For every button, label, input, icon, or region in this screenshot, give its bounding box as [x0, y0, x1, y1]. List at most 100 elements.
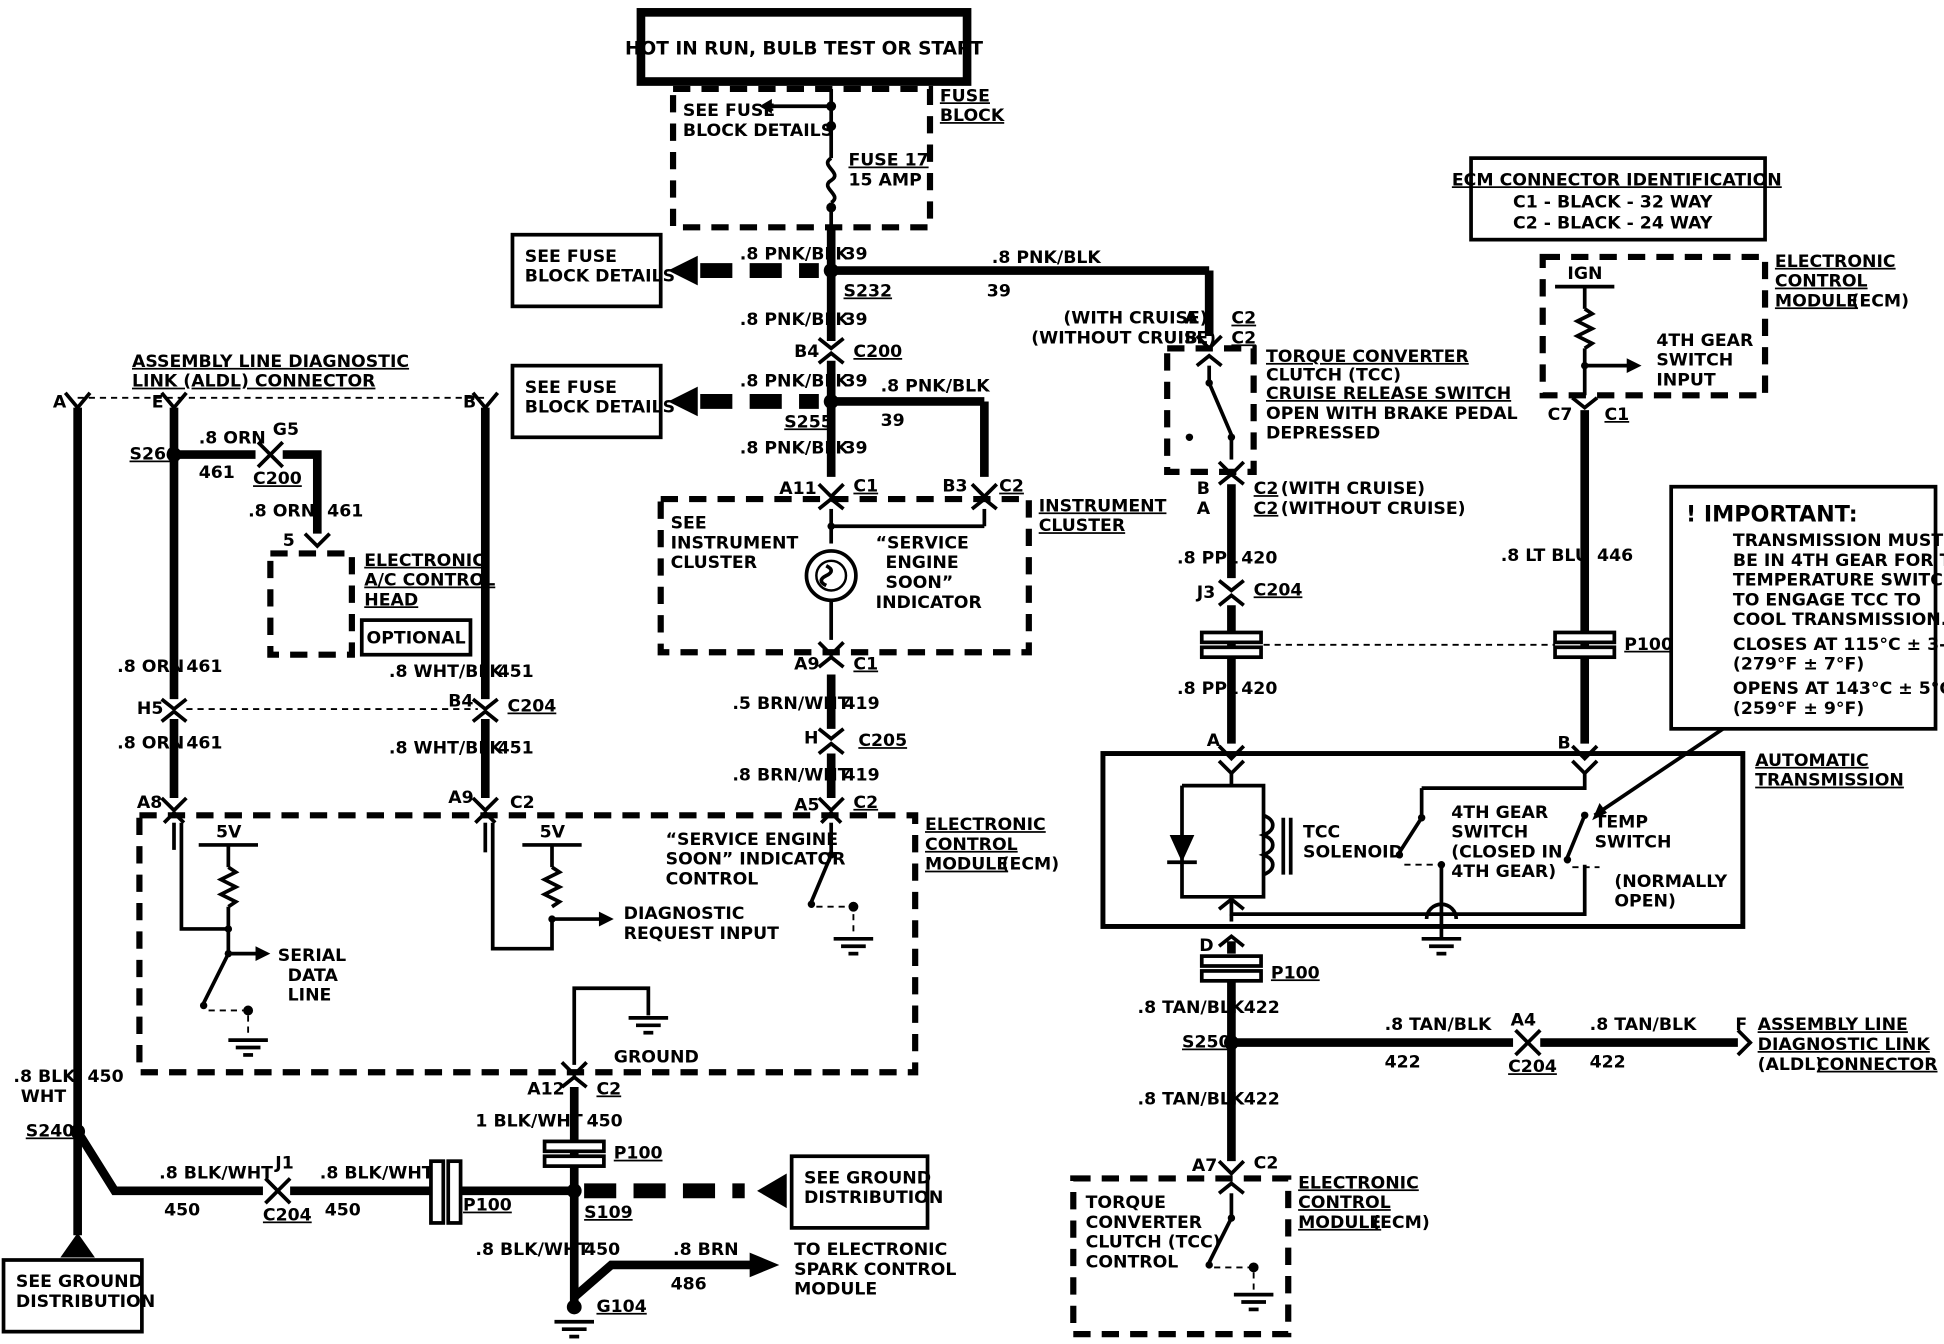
tcc-solenoid-2: SOLENOID — [1303, 842, 1403, 862]
connector-pin: B — [1558, 734, 1571, 754]
wire-label: .8 PPL — [1177, 548, 1238, 568]
ecm-label-2: CONTROL — [1298, 1193, 1391, 1213]
circuit-number: 419 — [844, 766, 880, 786]
cluster-label-1: INSTRUMENT — [1039, 496, 1167, 516]
circuit-number: 39 — [844, 438, 868, 458]
normally-open-2: OPEN) — [1614, 892, 1676, 912]
wire-label: .8 PNK/BLK — [992, 248, 1102, 268]
connector-label: C200 — [853, 342, 902, 362]
wire-label: .8 WHT/BLK — [389, 739, 503, 759]
circuit-number: 450 — [325, 1201, 361, 1221]
ecm-label-1: ELECTRONIC — [1775, 252, 1896, 272]
connector-pin: A7 — [1192, 1156, 1217, 1176]
fuse-ref-line-1: SEE FUSE — [525, 378, 617, 398]
serial-label-2: DATA — [288, 966, 339, 986]
connector-pin: H — [804, 729, 818, 749]
voltage-label: 5V — [216, 823, 242, 843]
ecm-label-1: ELECTRONIC — [925, 815, 1046, 835]
circuit-number: 461 — [186, 657, 222, 677]
connector-label: C204 — [1254, 580, 1303, 600]
with-cruise-b: (WITH CRUISE) — [1281, 479, 1425, 499]
see-ground-2: DISTRIBUTION — [804, 1188, 943, 1208]
wire-label: .8 PNK/BLK — [740, 372, 850, 392]
tcc-label-1: TORQUE CONVERTER — [1266, 347, 1469, 367]
connector-pin: A5 — [794, 795, 819, 815]
see-ground-1: SEE GROUND — [804, 1168, 931, 1188]
wire-label: .8 PNK/BLK — [740, 310, 850, 330]
ground-label: GROUND — [614, 1047, 699, 1067]
splice-label: S232 — [844, 281, 893, 301]
switch-icon — [1207, 1217, 1234, 1264]
wire-label: .8 PPL — [1177, 679, 1238, 699]
connector-label: C200 — [253, 469, 302, 489]
circuit-number: 461 — [199, 463, 235, 483]
ecm-tcc-control: ELECTRONIC CONTROL MODULE (ECM) TORQUE C… — [1070, 1173, 1430, 1338]
fuse-ref-line-2: BLOCK DETAILS — [525, 267, 675, 287]
arrow-icon — [1592, 802, 1607, 821]
circuit-number: 450 — [164, 1201, 200, 1221]
wire-label: .8 PNK/BLK — [881, 377, 991, 397]
at-label-2: TRANSMISSION — [1755, 771, 1904, 791]
ecm-label-1: ELECTRONIC — [1298, 1173, 1419, 1193]
important-line-4: TO ENGAGE TCC TO — [1733, 590, 1921, 610]
fuse-details-1: SEE FUSE — [683, 101, 775, 121]
closes-temp-c: CLOSES AT 115°C ± 3-8°C — [1733, 635, 1944, 655]
aldl-label-2: LINK (ALDL) CONNECTOR — [132, 372, 375, 392]
circuit-number: 451 — [498, 739, 534, 759]
connector-label: C2 — [1254, 479, 1279, 499]
connector-label: C1 — [853, 477, 878, 497]
fuse-block: FUSE BLOCK SEE FUSE BLOCK DETAILS FUSE 1… — [669, 85, 1005, 235]
arrow-left-icon — [668, 386, 698, 417]
aldl-right-4: CONNECTOR — [1817, 1055, 1938, 1075]
wire-label-2: WHT — [21, 1087, 67, 1107]
splice-label: S109 — [584, 1203, 633, 1223]
wire-label: .8 WHT/BLK — [389, 662, 503, 682]
circuit-461: S266 .8 ORN 461 G5 C200 .8 ORN 461 5 ELE… — [117, 407, 495, 813]
connector-icon — [560, 1074, 588, 1089]
switch-icon — [809, 854, 833, 903]
ecm-id-title: ECM CONNECTOR IDENTIFICATION — [1452, 170, 1782, 190]
wire-label: .8 ORN — [248, 501, 315, 521]
inline-connector-icon — [1199, 954, 1263, 968]
connector-pin: F — [1735, 1015, 1747, 1035]
ac-label-3: HEAD — [364, 590, 418, 610]
connector-icon — [256, 440, 285, 469]
ac-label-1: ELECTRONIC — [364, 551, 485, 571]
ac-label-2: A/C CONTROL — [364, 571, 495, 591]
fuse-block-label-2: BLOCK — [940, 106, 1005, 126]
serial-label-3: LINE — [288, 986, 332, 1006]
connector-label: C2 — [1231, 328, 1256, 348]
wire-label: .8 BLK/WHT — [475, 1240, 589, 1260]
ground-point-label: G104 — [596, 1297, 646, 1317]
wire-label: .8 BLK/ — [13, 1067, 82, 1087]
see-ground-2: DISTRIBUTION — [16, 1292, 155, 1312]
ses-label-1: “SERVICE — [876, 533, 969, 553]
aldl-connector-left: ASSEMBLY LINE DIAGNOSTIC LINK (ALDL) CON… — [53, 352, 500, 413]
connector-label: C2 — [1231, 309, 1256, 329]
connector-pin: D — [1199, 936, 1213, 956]
gear-input-2: SWITCH — [1656, 351, 1733, 371]
wire-label: .8 ORN — [199, 428, 266, 448]
resistor-icon — [216, 865, 240, 909]
wire-label: .8 PNK/BLK — [740, 438, 850, 458]
ecm-label-3b: (ECM) — [1372, 1213, 1429, 1233]
spark-label-1: TO ELECTRONIC — [794, 1240, 947, 1260]
automatic-transmission: AUTOMATIC TRANSMISSION TCC SOLENOID 4TH … — [1100, 751, 1904, 956]
temp-switch-2: SWITCH — [1595, 832, 1672, 852]
connector-icon — [817, 482, 999, 500]
power-source-header: HOT IN RUN, BULB TEST OR START — [625, 8, 983, 86]
diode-icon — [1167, 835, 1197, 865]
ses-control-3: CONTROL — [666, 869, 759, 889]
tcc-control-3: CLUTCH (TCC) — [1086, 1233, 1221, 1253]
inline-connector-icon — [1553, 630, 1617, 645]
connector-pin: A8 — [137, 793, 162, 813]
diag-label-1: DIAGNOSTIC — [624, 904, 745, 924]
fuse-ref-line-1: SEE FUSE — [525, 247, 617, 267]
ecm-label-3b: (ECM) — [1852, 291, 1909, 311]
circuit-number: 461 — [186, 734, 222, 754]
circuit-number: 419 — [844, 694, 880, 714]
connector-label: C205 — [858, 731, 907, 751]
arrow-right-icon — [749, 1252, 780, 1278]
important-line-2: BE IN 4TH GEAR FOR THE — [1733, 551, 1944, 571]
